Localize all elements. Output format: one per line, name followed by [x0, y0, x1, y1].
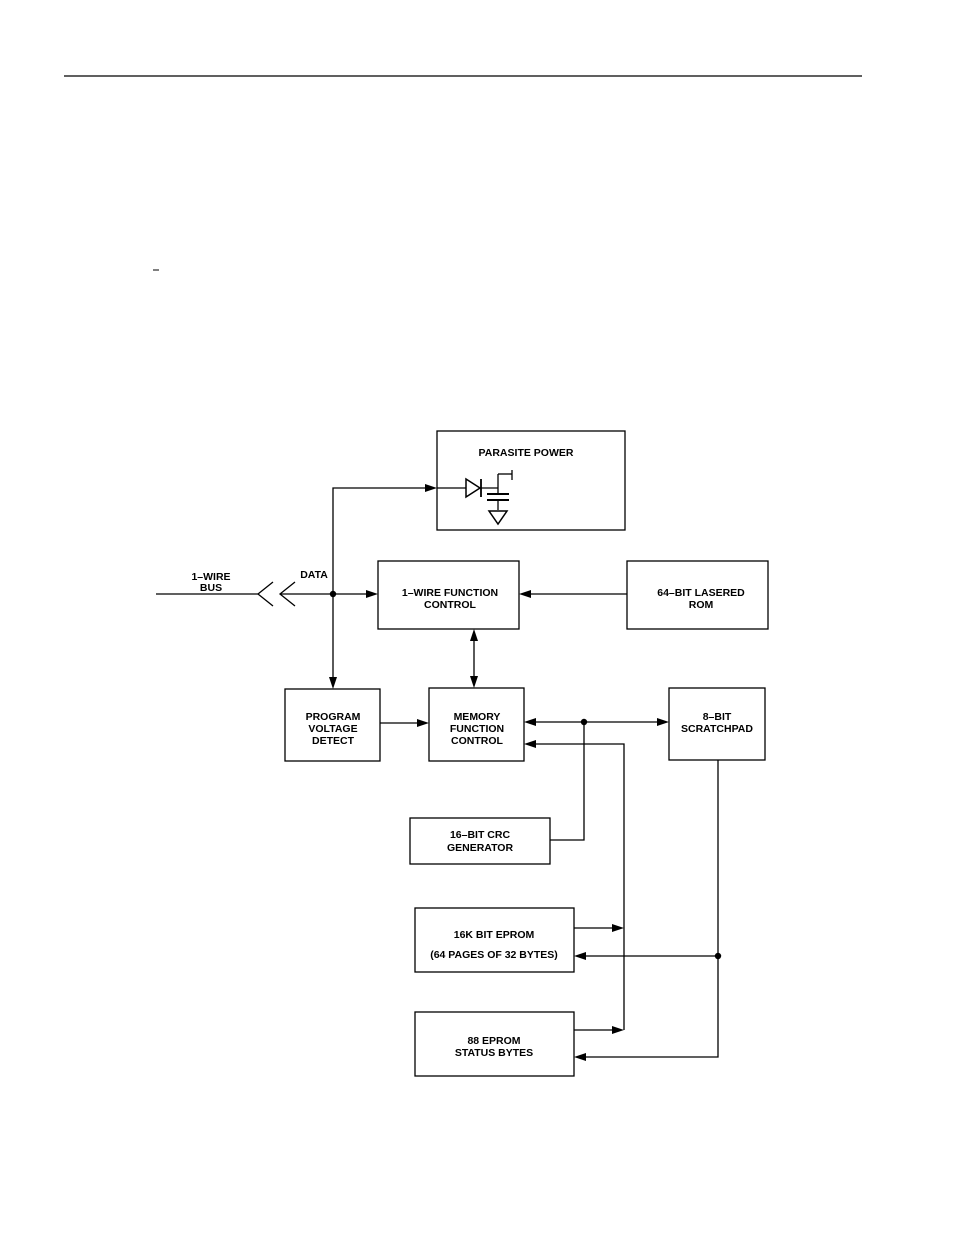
lasered-rom-line1: 64–BIT LASERED: [657, 587, 745, 599]
lasered-rom-line2: ROM: [689, 599, 714, 611]
arrow-to-program-voltage-detect: [329, 677, 337, 689]
eprom-line1: 16K BIT EPROM: [454, 929, 535, 941]
arrow-down-to-memory-control: [470, 676, 478, 688]
status-bytes-block: 88 EPROM STATUS BYTES: [415, 1012, 574, 1076]
memory-function-control-line3: CONTROL: [451, 735, 503, 747]
program-voltage-detect-line1: PROGRAM: [306, 711, 361, 723]
lasered-rom-block: 64–BIT LASERED ROM: [627, 561, 768, 629]
wire-function-control-block: 1–WIRE FUNCTION CONTROL: [378, 561, 519, 629]
parasite-power-label: PARASITE POWER: [479, 447, 574, 459]
arrow-from-program-voltage: [417, 719, 429, 727]
scratchpad-line1: 8–BIT: [703, 711, 732, 723]
arrow-status-to-bus: [612, 1026, 624, 1034]
memory-function-control-block: MEMORY FUNCTION CONTROL: [429, 688, 524, 761]
status-bytes-line2: STATUS BYTES: [455, 1047, 533, 1059]
scratchpad-line2: SCRATCHPAD: [681, 723, 753, 735]
program-voltage-detect-line3: DETECT: [312, 735, 355, 747]
arrow-up-to-function-control: [470, 629, 478, 641]
program-voltage-detect-line2: VOLTAGE: [308, 723, 357, 735]
crc-generator-line2: GENERATOR: [447, 842, 514, 854]
memory-function-control-line2: FUNCTION: [450, 723, 504, 735]
wire-function-control-line1: 1–WIRE FUNCTION: [402, 587, 498, 599]
arrow-scratchpad-to-eprom: [574, 952, 586, 960]
parasite-power-block: PARASITE POWER: [437, 431, 625, 530]
status-bytes-line1: 88 EPROM: [467, 1035, 520, 1047]
arrow-from-rom: [519, 590, 531, 598]
arrow-eprom-to-bus: [612, 924, 624, 932]
arrow-return-to-memory-control: [524, 740, 536, 748]
arrow-to-scratchpad: [657, 718, 669, 726]
program-voltage-detect-block: PROGRAM VOLTAGE DETECT: [285, 689, 380, 761]
scratchpad-junction: [715, 953, 721, 959]
memory-function-control-line1: MEMORY: [454, 711, 501, 723]
bus-connector-left: [258, 582, 273, 606]
scratchpad-block: 8–BIT SCRATCHPAD: [669, 688, 765, 760]
bus-label-line2: BUS: [200, 582, 222, 594]
arrow-to-function-control: [366, 590, 378, 598]
arrow-to-memory-control: [524, 718, 536, 726]
arrow-to-parasite-power: [425, 484, 437, 492]
wire-function-control-line2: CONTROL: [424, 599, 476, 611]
eprom-line2: (64 PAGES OF 32 BYTES): [430, 949, 558, 961]
data-label: DATA: [300, 569, 328, 581]
crc-generator-block: 16–BIT CRC GENERATOR: [410, 818, 550, 864]
eprom-block: 16K BIT EPROM (64 PAGES OF 32 BYTES): [415, 908, 574, 972]
crc-generator-line1: 16–BIT CRC: [450, 829, 511, 841]
arrow-scratchpad-to-status: [574, 1053, 586, 1061]
